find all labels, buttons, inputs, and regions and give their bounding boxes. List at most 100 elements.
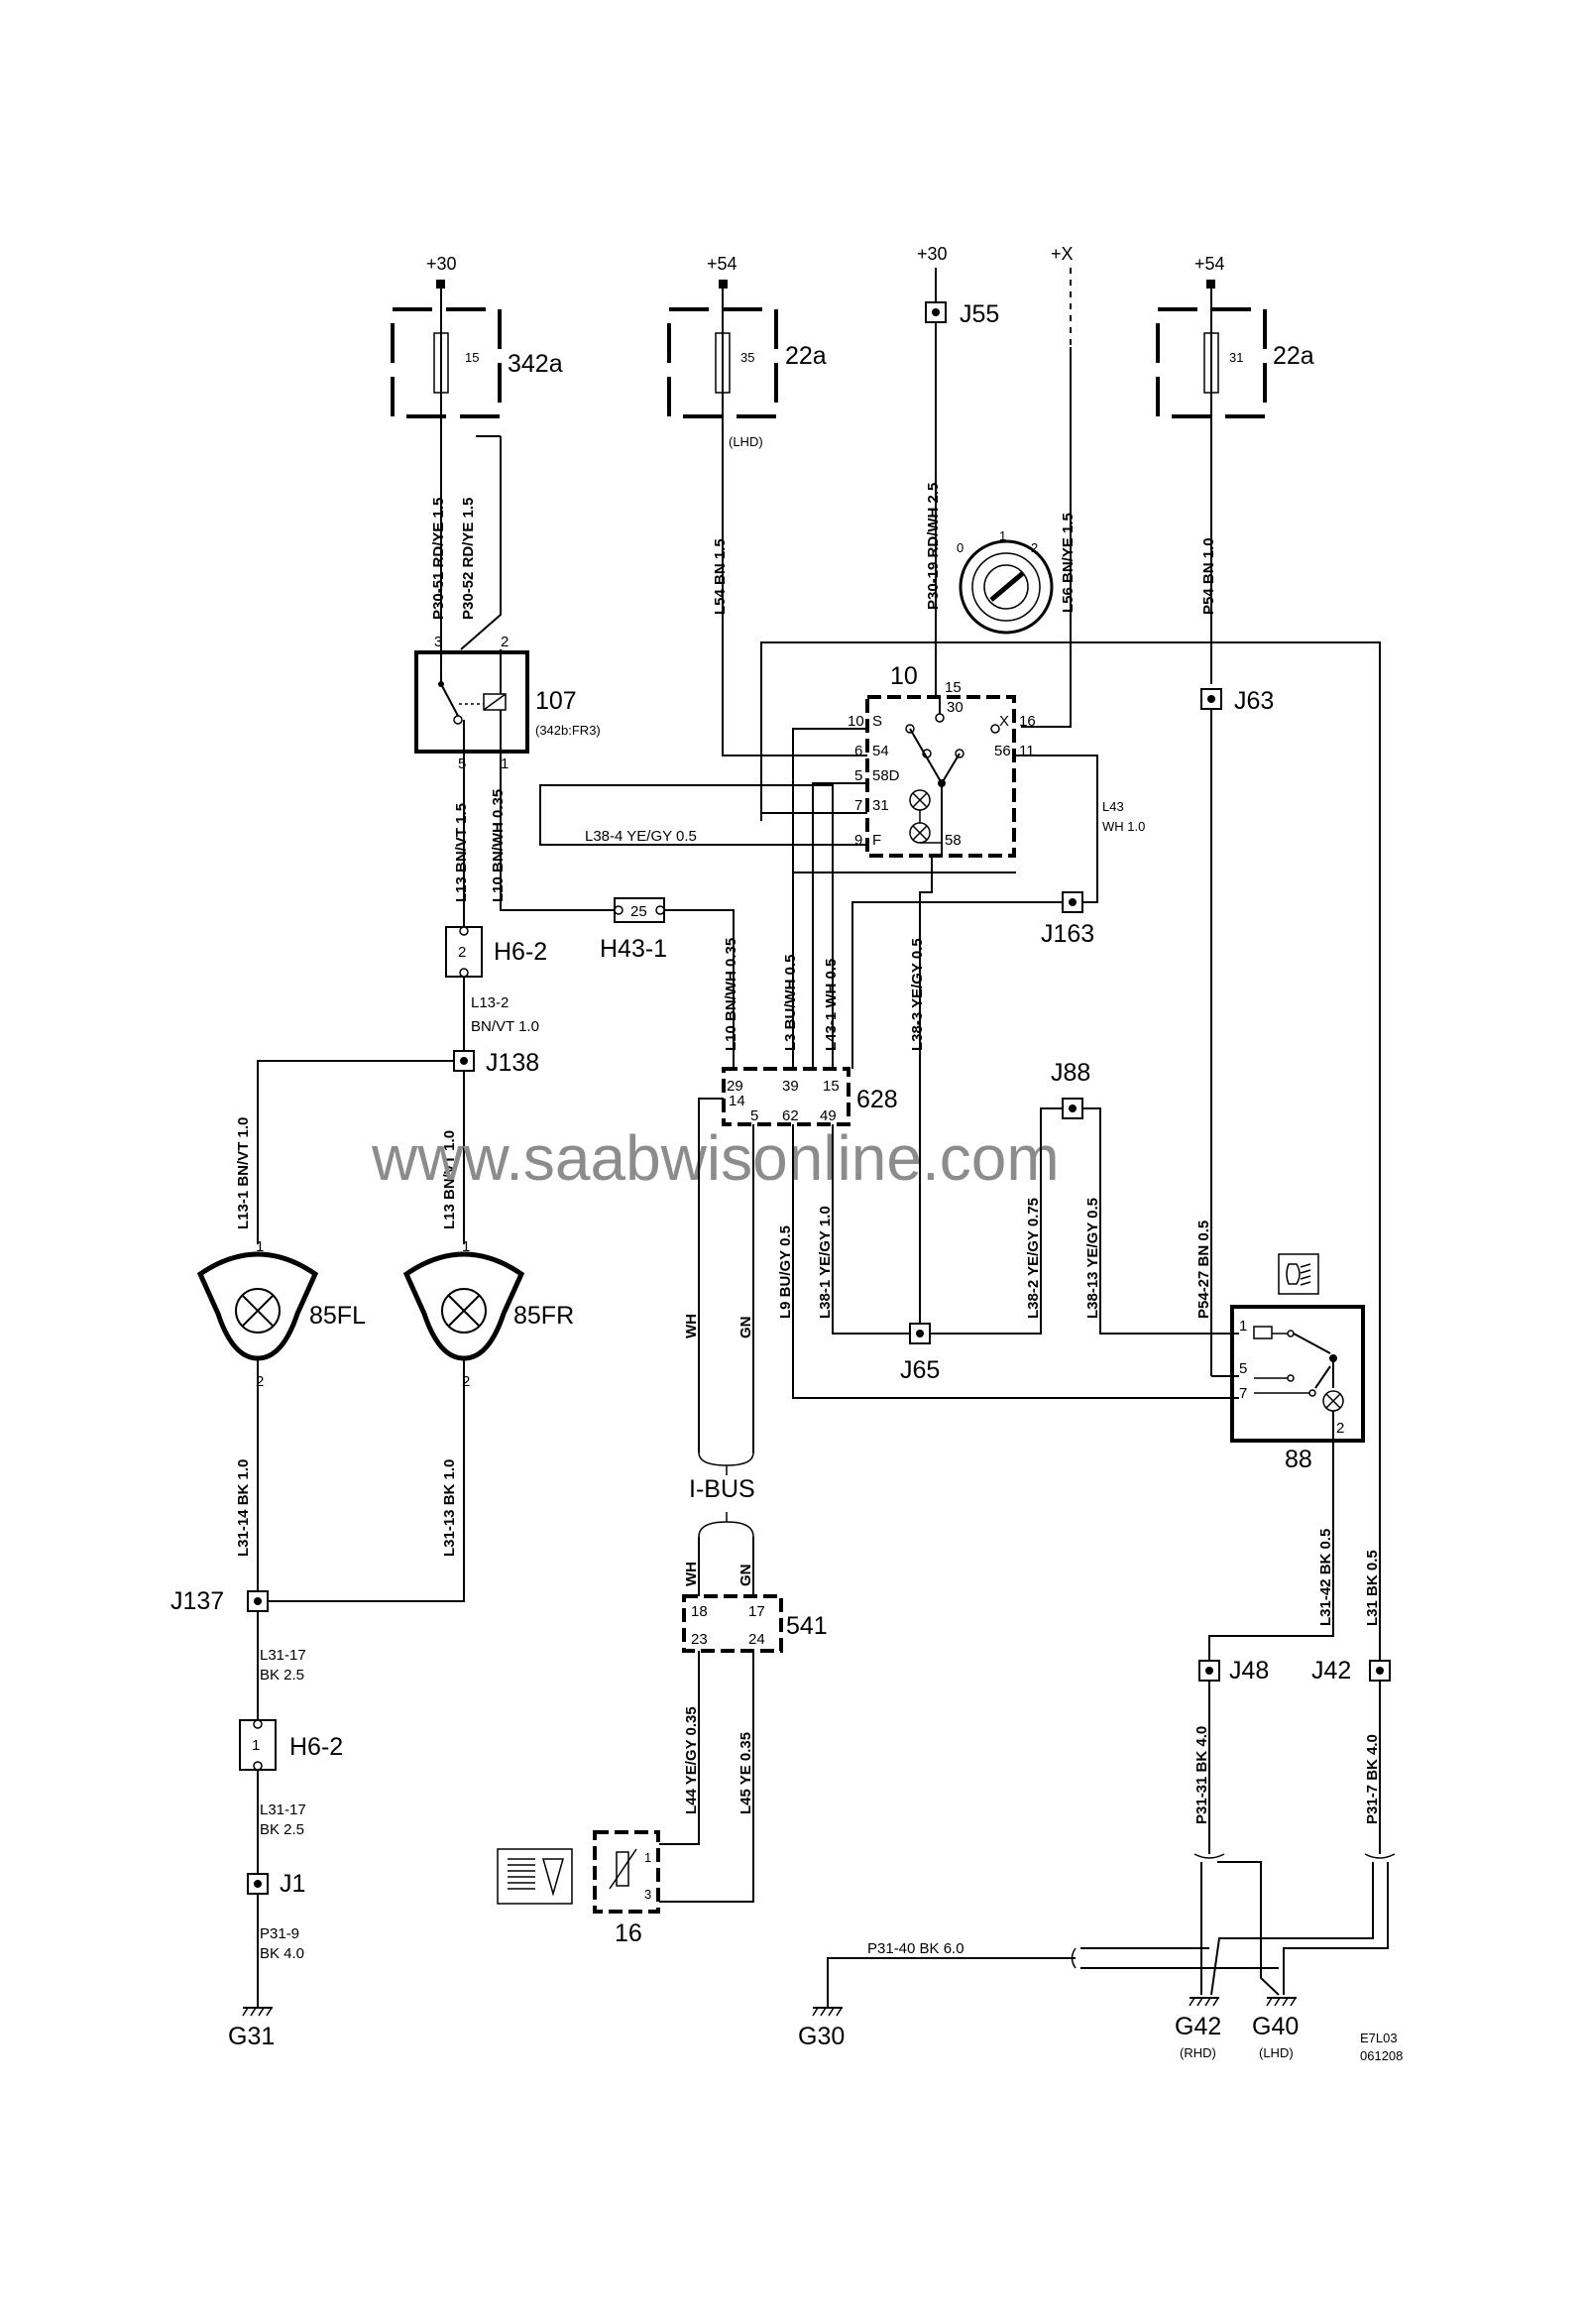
supply-terminal-54-b: +54: [1194, 254, 1225, 289]
svg-text:+X: +X: [1051, 244, 1074, 264]
svg-text:18: 18: [691, 1603, 708, 1620]
svg-text:J163: J163: [1041, 920, 1094, 948]
svg-text:85FR: 85FR: [513, 1302, 574, 1330]
svg-text:9: 9: [854, 832, 862, 849]
svg-text:J1: J1: [280, 1870, 305, 1898]
svg-text:31: 31: [1229, 350, 1243, 365]
junction-j55: J55: [925, 268, 999, 328]
svg-text:L56 BN/YE 1.5: L56 BN/YE 1.5: [1060, 513, 1077, 613]
svg-text:15: 15: [823, 1078, 840, 1095]
wire-p30-52: [460, 436, 502, 650]
wire-l31-13: [266, 1358, 465, 1602]
relay-107: 3 2 5 1 107 (342b:FR3): [414, 634, 601, 772]
svg-text:L31-42 BK 0.5: L31-42 BK 0.5: [1317, 1529, 1334, 1626]
svg-text:30: 30: [947, 699, 964, 716]
svg-text:14: 14: [729, 1093, 745, 1109]
svg-text:1: 1: [252, 1737, 260, 1754]
svg-text:+54: +54: [707, 254, 737, 274]
junction-j1: J1: [247, 1870, 305, 1898]
wire-l9: [792, 1124, 1211, 1399]
sensor-16: 1 3 16: [593, 1830, 660, 1947]
svg-text:L31 BK 0.5: L31 BK 0.5: [1364, 1550, 1381, 1626]
wire-l54: [722, 416, 862, 756]
switch-88: 1 5 7 2 88: [1230, 1305, 1365, 1473]
lamp-85fr: 1 2 85FR: [402, 1238, 574, 1390]
wire-l38-13: [1082, 1107, 1239, 1335]
supply-terminal-54-a: +54: [707, 254, 737, 289]
svg-text:P30-51 RD/YE 1.5: P30-51 RD/YE 1.5: [430, 498, 447, 620]
svg-text:L54 BN 1.5: L54 BN 1.5: [712, 538, 729, 615]
svg-text:WH: WH: [683, 1562, 700, 1586]
connector-h43-1: 25 H43-1: [600, 897, 667, 963]
svg-text:(LHD): (LHD): [729, 434, 763, 449]
svg-text:16: 16: [1019, 713, 1036, 730]
svg-text:J138: J138: [486, 1049, 539, 1077]
watermark: www.saabwisonline.com: [371, 1122, 1060, 1194]
svg-text:17: 17: [748, 1603, 765, 1620]
svg-text:L38-2 YE/GY 0.75: L38-2 YE/GY 0.75: [1025, 1198, 1042, 1319]
svg-text:5: 5: [750, 1107, 758, 1124]
wire-l44: [659, 1651, 700, 1845]
svg-text:L44 YE/GY 0.35: L44 YE/GY 0.35: [683, 1706, 700, 1814]
ground-g42: G42 (RHD): [1175, 1997, 1221, 2060]
svg-text:BN/VT 1.0: BN/VT 1.0: [471, 1018, 539, 1035]
svg-text:62: 62: [782, 1107, 799, 1124]
junction-j42: J42: [1311, 1657, 1391, 1685]
svg-text:628: 628: [856, 1086, 898, 1113]
svg-text:L31-14 BK 1.0: L31-14 BK 1.0: [235, 1459, 252, 1557]
svg-text:+54: +54: [1194, 254, 1225, 274]
svg-text:3: 3: [434, 634, 442, 650]
svg-text:1: 1: [462, 1238, 470, 1255]
lamp-85fl: 1 2 85FL: [196, 1238, 366, 1390]
svg-text:G40: G40: [1252, 2013, 1299, 2040]
svg-text:L10 BN/WH 0.35: L10 BN/WH 0.35: [723, 938, 739, 1051]
svg-text:L38-13 YE/GY 0.5: L38-13 YE/GY 0.5: [1084, 1198, 1101, 1319]
connector-h6-2-top: 2 H6-2: [445, 926, 547, 978]
svg-text:29: 29: [727, 1078, 743, 1095]
ignition-key-icon: 0 1 2: [957, 528, 1054, 635]
svg-text:2: 2: [458, 944, 466, 961]
svg-text:7: 7: [854, 797, 862, 814]
svg-text:5: 5: [1239, 1360, 1247, 1377]
wire-l43: [1014, 755, 1098, 903]
svg-text:15: 15: [945, 679, 962, 696]
module-541: 18 17 23 24 541: [682, 1594, 828, 1653]
junction-j48: J48: [1198, 1657, 1269, 1685]
svg-text:F: F: [872, 832, 881, 849]
wire-l38-4: [539, 784, 867, 1059]
svg-text:107: 107: [535, 687, 577, 715]
svg-text:31: 31: [872, 797, 889, 814]
svg-text:24: 24: [748, 1631, 765, 1648]
sensor-display-icon: [497, 1848, 573, 1905]
ground-g30: G30: [798, 2007, 845, 2050]
svg-text:GN: GN: [737, 1565, 754, 1587]
svg-text:56: 56: [994, 743, 1011, 759]
switch-10: 10 15 10 S 30 X 16 6 54 56 11 5 58D 7 31…: [848, 662, 1036, 858]
wire-l38-3: [919, 856, 933, 1324]
svg-text:J42: J42: [1311, 1657, 1351, 1685]
wire-58d: [812, 782, 867, 1059]
svg-text:2: 2: [501, 634, 509, 650]
svg-text:P31-7 BK 4.0: P31-7 BK 4.0: [1364, 1734, 1381, 1824]
module-628: 29 39 15 14 5 62 49 628: [722, 1067, 898, 1126]
svg-text:23: 23: [691, 1631, 708, 1648]
junction-j163: J163: [1041, 891, 1094, 948]
bus-label: I-BUS: [689, 1475, 755, 1503]
svg-text:2: 2: [1031, 540, 1038, 555]
svg-text:541: 541: [786, 1612, 828, 1640]
svg-text:G30: G30: [798, 2023, 845, 2050]
supply-terminal-30-a: +30: [426, 254, 457, 289]
svg-text:10: 10: [848, 713, 864, 730]
svg-text:1: 1: [644, 1850, 651, 1865]
svg-text:22a: 22a: [785, 342, 827, 370]
svg-text:BK 4.0: BK 4.0: [260, 1945, 304, 1962]
wire-s-loop: [792, 728, 1016, 873]
svg-text:5: 5: [854, 767, 862, 784]
svg-text:L31-13 BK 1.0: L31-13 BK 1.0: [441, 1459, 458, 1557]
svg-text:2: 2: [462, 1373, 470, 1390]
svg-text:7: 7: [1239, 1385, 1247, 1402]
svg-text:L38-3 YE/GY 0.5: L38-3 YE/GY 0.5: [909, 938, 926, 1051]
svg-text:(342b:FR3): (342b:FR3): [535, 723, 601, 738]
wire-l31-frame: [760, 641, 1381, 1661]
junction-j65: J65: [900, 1323, 940, 1384]
